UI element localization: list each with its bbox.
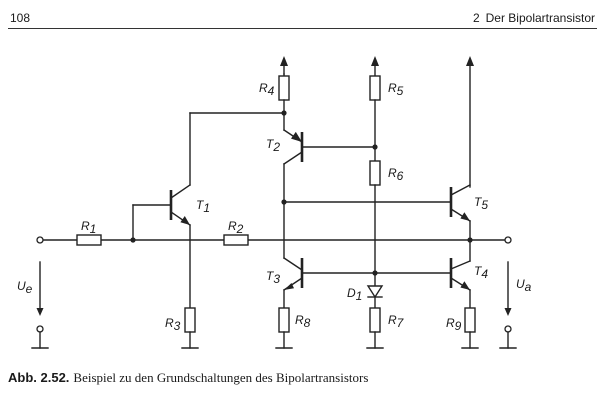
resistor-r5: [369, 75, 381, 101]
page-number: 108: [10, 11, 31, 25]
resistor-r4: [278, 75, 290, 101]
label-r2: R2: [228, 219, 244, 236]
label-t2: T2: [266, 137, 280, 154]
label-r3: R3: [165, 316, 181, 333]
label-t3: T3: [266, 269, 280, 286]
figure-caption: Abb. 2.52.Beispiel zu den Grundschaltung…: [8, 370, 368, 386]
junction-dot: [467, 237, 473, 243]
ground-r7: [366, 331, 384, 349]
label-r9: R9: [446, 316, 462, 333]
ground-r8: [275, 331, 293, 349]
diode-d1: [366, 285, 384, 299]
label-ua: Ua: [516, 277, 532, 294]
resistor-r2: [223, 234, 249, 246]
label-r4: R4: [259, 81, 275, 98]
supply-arrow: [371, 56, 379, 77]
label-d1: D1: [347, 286, 362, 303]
resistor-r8: [278, 307, 290, 333]
transistor-t2: [283, 129, 376, 259]
label-t5: T5: [474, 195, 488, 212]
supply-arrow: [466, 56, 474, 188]
input-terminal: [31, 236, 49, 349]
junction-dot: [281, 110, 287, 116]
caption-label: Abb. 2.52.: [8, 370, 70, 385]
page-header: 108 2 Der Bipolartransistor: [8, 10, 597, 29]
label-ue: Ue: [17, 279, 33, 296]
transistor-t1: [132, 112, 285, 309]
ground-r9: [461, 331, 479, 349]
transistor-t3: [283, 257, 452, 309]
chapter-title: Der Bipolartransistor: [485, 11, 595, 25]
chapter-number: 2: [472, 11, 480, 25]
label-t1: T1: [196, 198, 210, 215]
transistor-t5: [449, 184, 471, 262]
chapter-heading: 2 Der Bipolartransistor: [473, 11, 595, 25]
label-r1: R1: [81, 219, 96, 236]
circuit-figure: R1 R2 R3 R4 R5 R6 R7 R8 R9 T1 T2 T3 T4 T…: [0, 40, 605, 360]
label-r5: R5: [388, 81, 404, 98]
resistor-r3: [184, 307, 196, 333]
resistor-r9: [464, 307, 476, 333]
label-t4: T4: [474, 264, 488, 281]
label-r8: R8: [295, 313, 311, 330]
ground-r3: [181, 331, 199, 349]
resistor-r6: [369, 160, 381, 186]
transistor-t4: [449, 258, 471, 309]
resistor-r1: [76, 234, 102, 246]
resistor-r7: [369, 307, 381, 333]
junction-dot: [130, 237, 136, 243]
caption-text: Beispiel zu den Grundschaltungen des Bip…: [73, 370, 369, 385]
circuit-diagram: R1 R2 R3 R4 R5 R6 R7 R8 R9 T1 T2 T3 T4 T…: [17, 56, 532, 349]
label-r7: R7: [388, 313, 405, 330]
output-terminal: [499, 236, 517, 349]
junction-dot: [372, 144, 378, 150]
label-r6: R6: [388, 166, 404, 183]
